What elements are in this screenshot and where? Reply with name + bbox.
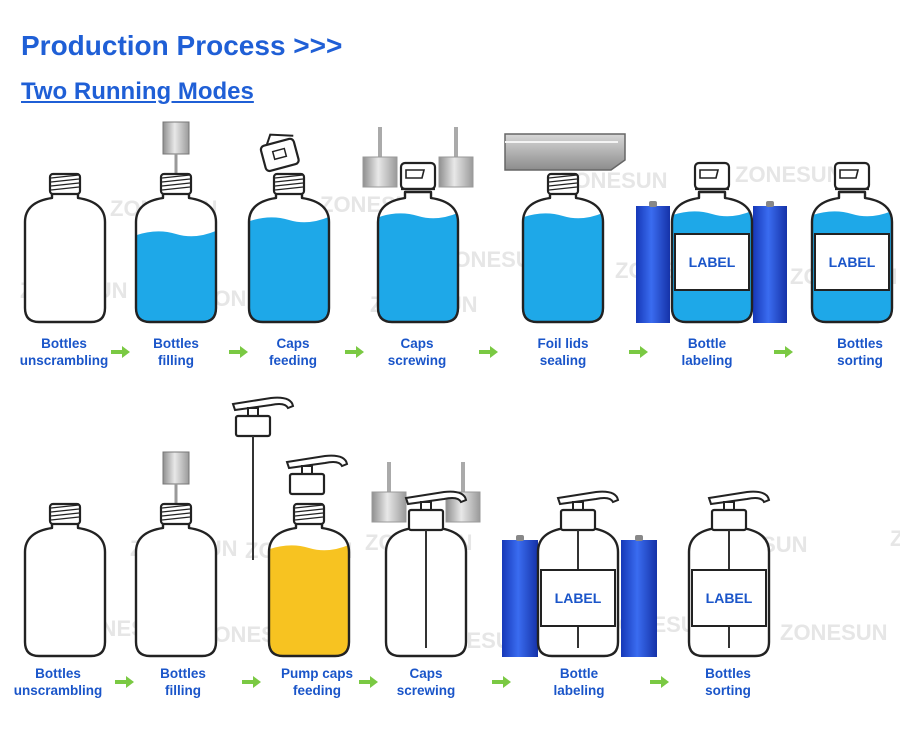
step-label-line2: labeling [553, 683, 605, 698]
step-label-line2: sorting [837, 353, 883, 368]
step-label-line2: filling [158, 353, 194, 368]
liquid-fill [523, 212, 603, 322]
pump-cap-falling-icon [231, 396, 295, 560]
screw-cap [399, 161, 437, 191]
bottle-empty [23, 502, 107, 658]
step-label-line2: sealing [539, 353, 587, 368]
mode-1-arrow-icon-5 [629, 346, 648, 358]
bottle-label: LABEL [814, 233, 890, 291]
mode-1-step-3-label: Caps feeding [228, 335, 358, 369]
pump-cap-icon [404, 490, 468, 648]
mode-1-arrow-icon-1 [111, 346, 130, 358]
mode-2-step-2-label: Bottles filling [118, 665, 248, 699]
labeling-roller-right [621, 535, 657, 657]
step-label-line1: Caps [409, 666, 443, 681]
mode-2-arrow-icon-3 [359, 676, 378, 688]
mode-1-step-7-label: Bottles sorting [795, 335, 900, 369]
step-label-line2: labeling [681, 353, 733, 368]
liquid-fill [249, 216, 329, 322]
bottle-caps-screwing [376, 190, 460, 324]
mode-2-arrow-icon-2 [242, 676, 261, 688]
step-label-line1: Bottles [153, 336, 199, 351]
step-label-line1: Caps [400, 336, 434, 351]
mode-1-step-4-label: Caps screwing [352, 335, 482, 369]
mode-2-arrow-icon-5 [650, 676, 669, 688]
step-label-line2: unscrambling [19, 353, 109, 368]
step-label-line2: feeding [268, 353, 317, 368]
liquid-fill [378, 212, 458, 322]
liquid-fill [136, 230, 216, 322]
label-text: LABEL [555, 590, 602, 606]
step-label-line1: Bottle [559, 666, 599, 681]
step-label-line1: Bottles [837, 336, 883, 351]
step-label-line1: Foil lids [537, 336, 589, 351]
page-subtitle: Two Running Modes [21, 78, 254, 105]
step-label-line1: Bottle [687, 336, 727, 351]
watermark-text: ZONESUN [780, 620, 888, 645]
mode-2-arrow-icon-4 [492, 676, 511, 688]
step-label-line2: screwing [387, 353, 447, 368]
mode-1-step-1-label: Bottles unscrambling [0, 335, 129, 369]
bottle-pump-feeding [267, 502, 351, 658]
bottle-label: LABEL [540, 569, 616, 627]
flip-cap-icon [259, 133, 300, 173]
page-title: Production Process >>> [21, 30, 343, 61]
labeling-roller-left [502, 535, 538, 657]
mode-1-step-5-label: Foil lids sealing [498, 335, 628, 369]
step-label-line1: Bottles [41, 336, 87, 351]
label-text: LABEL [689, 254, 736, 270]
bottle-filling [134, 172, 218, 324]
pump-cap-icon [556, 490, 620, 648]
bottle-foil-sealing [521, 172, 605, 324]
mode-1-illustrations: LABEL LABEL [23, 121, 894, 324]
labeling-roller-right [753, 201, 787, 323]
pump-cap-icon [285, 454, 349, 496]
liquid-fill [269, 544, 349, 656]
mode-2-step-6-label: Bottles sorting [663, 665, 793, 699]
mode-2-arrow-icon-1 [115, 676, 134, 688]
mode-1-step-2-label: Bottles filling [111, 335, 241, 369]
step-label-line1: Bottles [35, 666, 81, 681]
step-label-line2: unscrambling [13, 683, 103, 698]
mode-1-arrow-icon-4 [479, 346, 498, 358]
mode-1-arrow-icon-2 [229, 346, 248, 358]
watermark-text: ZONESUN [890, 526, 900, 551]
step-label-line2: screwing [396, 683, 456, 698]
mode-1-arrow-icon-6 [774, 346, 793, 358]
mode-1-arrow-icon-3 [345, 346, 364, 358]
step-label-line1: Caps [276, 336, 310, 351]
labeling-roller-left [636, 201, 670, 323]
pump-cap-icon [707, 490, 771, 648]
mode-2-step-3-label: Pump caps feeding [252, 665, 382, 699]
step-label-line2: feeding [292, 683, 341, 698]
bottle-label: LABEL [691, 569, 767, 627]
step-label-line1: Bottles [705, 666, 751, 681]
bottle-caps-feeding [247, 172, 331, 324]
mode-1-step-6-label: Bottle labeling [642, 335, 772, 369]
step-label-line2: filling [165, 683, 201, 698]
step-label-line1: Bottles [160, 666, 206, 681]
label-text: LABEL [706, 590, 753, 606]
mode-2-step-1-label: Bottles unscrambling [0, 665, 123, 699]
mode-2-illustrations: LABEL LABEL [23, 396, 771, 658]
capping-head-right-icon [438, 127, 474, 188]
watermark-text: ZONESUN [735, 162, 843, 187]
step-label-line2: sorting [705, 683, 751, 698]
capping-head-left-icon [371, 462, 407, 523]
mode-2-step-5-label: Bottle labeling [514, 665, 644, 699]
capping-head-left-icon [362, 127, 398, 188]
label-text: LABEL [829, 254, 876, 270]
screw-cap [693, 161, 731, 191]
foil-sealing-head-icon [504, 133, 626, 171]
screw-cap [833, 161, 871, 191]
bottle-empty [23, 172, 107, 324]
mode-2-step-4-label: Caps screwing [361, 665, 491, 699]
bottle-filling [134, 502, 218, 658]
step-label-line1: Pump caps [280, 666, 354, 681]
bottle-label: LABEL [674, 233, 750, 291]
